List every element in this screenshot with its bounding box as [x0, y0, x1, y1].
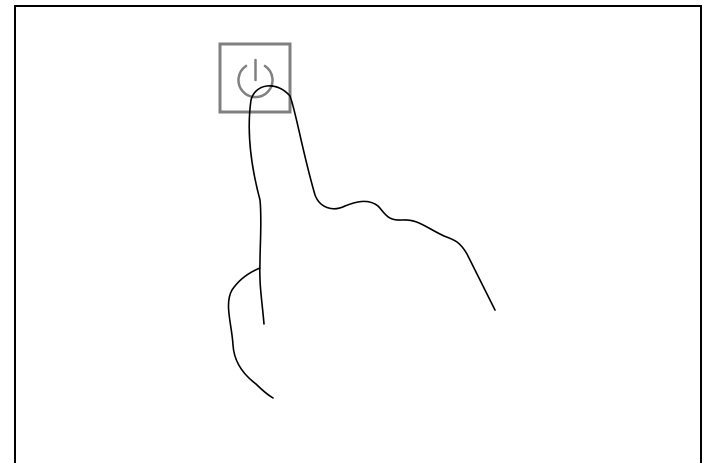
index-finger	[249, 86, 495, 324]
hand-outline	[228, 86, 495, 398]
frame-border	[15, 6, 701, 463]
thumb	[228, 268, 273, 398]
